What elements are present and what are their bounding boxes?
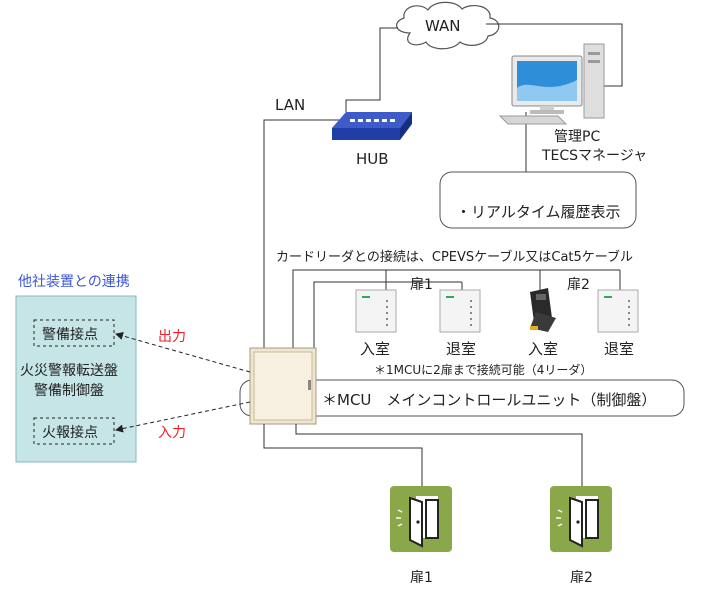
card-reader-1-icon bbox=[355, 289, 397, 333]
reader-bus-lower bbox=[313, 281, 386, 368]
card-reader-3-icon bbox=[530, 288, 556, 332]
reader-1-label: 入室 bbox=[360, 340, 391, 358]
pc-icon bbox=[498, 43, 605, 125]
door2-line bbox=[295, 424, 583, 486]
reader-2-label: 退室 bbox=[446, 340, 477, 358]
mcu-label: ＊MCU メインコントロールユニット（制御盤） bbox=[322, 391, 657, 409]
security-contact-box bbox=[33, 319, 115, 347]
exit-door-1-icon bbox=[390, 486, 452, 552]
external-title: 他社装置との連携 bbox=[18, 274, 130, 290]
exit-door-2-icon bbox=[550, 486, 612, 552]
realtime-history-text: ・リアルタイム履歴表示 bbox=[456, 203, 621, 221]
hub-icon bbox=[332, 112, 412, 140]
card-reader-2-icon bbox=[439, 289, 481, 333]
reader-4-label: 退室 bbox=[604, 340, 635, 358]
cable-note: カードリーダとの接続は、CPEVSケーブル又はCat5ケーブル bbox=[276, 250, 633, 265]
door1-reader-label: 扉1 bbox=[410, 277, 433, 293]
alarm-panel-line2: 警備制御盤 bbox=[34, 383, 104, 399]
card-reader-4-icon bbox=[597, 289, 639, 333]
door1-line bbox=[263, 424, 423, 486]
wan-hub-line bbox=[345, 27, 398, 112]
mcu-capacity-note: ＊1MCUに2扉まで接続可能（4リーダ） bbox=[374, 363, 593, 377]
alarm-panel-line1: 火災警報転送盤 bbox=[20, 363, 118, 379]
output-label: 出力 bbox=[158, 329, 186, 345]
exit-door-2-label: 扉2 bbox=[570, 570, 593, 586]
reader-3-label: 入室 bbox=[528, 340, 559, 358]
input-label: 入力 bbox=[158, 425, 186, 441]
lan-line bbox=[263, 119, 340, 352]
wan-label: WAN bbox=[425, 17, 461, 35]
wan-cloud-icon bbox=[396, 1, 500, 50]
door2-reader-label: 扉2 bbox=[567, 277, 590, 293]
wan-pc-line bbox=[486, 23, 623, 87]
output-arrow bbox=[115, 332, 251, 373]
reader-bus-upper bbox=[292, 269, 620, 355]
mcu-label-box bbox=[239, 379, 685, 417]
mcu-cabinet-icon bbox=[249, 347, 317, 425]
input-arrow bbox=[115, 401, 251, 433]
security-contact-label: 警備接点 bbox=[42, 327, 98, 343]
hub-label: HUB bbox=[356, 150, 389, 168]
fire-contact-box bbox=[33, 417, 115, 445]
exit-door-1-label: 扉1 bbox=[410, 570, 433, 586]
pc-label-line1: 管理PC bbox=[554, 129, 601, 145]
lan-label: LAN bbox=[275, 96, 306, 114]
pc-label-line2: TECSマネージャ bbox=[542, 148, 648, 164]
fire-contact-label: 火報接点 bbox=[42, 425, 98, 441]
realtime-callout bbox=[439, 171, 637, 229]
